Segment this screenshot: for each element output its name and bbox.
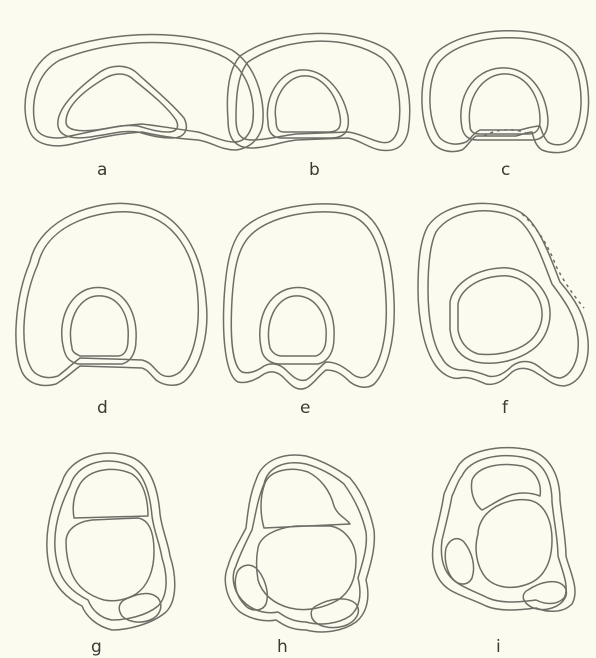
panel-i-right-cavity <box>523 582 566 610</box>
panel-i-central-cavity <box>476 500 552 588</box>
panel-d-label: d <box>97 398 108 418</box>
panel-e: e <box>224 204 395 418</box>
panel-c-inner-outer-line <box>430 38 581 145</box>
panel-e-label: e <box>300 398 310 418</box>
panel-d-inner-outer-line <box>24 212 198 378</box>
panel-e-inner-outer-line <box>231 212 386 381</box>
panel-g-label: g <box>91 637 102 657</box>
panel-f: f <box>418 203 588 418</box>
panel-f-label: f <box>502 398 509 418</box>
panel-e-cavity-outer <box>260 288 334 364</box>
panel-c: c <box>422 31 589 180</box>
panel-h-label: h <box>277 637 288 657</box>
panel-h-left-cavity <box>235 565 267 610</box>
panel-h-central-cavity <box>257 526 357 610</box>
panel-g-inner-outer-line <box>55 461 166 620</box>
panel-b-label: b <box>309 160 320 180</box>
panel-g: g <box>47 453 175 657</box>
panel-d: d <box>16 203 207 418</box>
panel-h: h <box>225 455 374 657</box>
panel-a-label: a <box>97 160 107 180</box>
panel-f-dashed-outline <box>522 214 584 308</box>
panel-i-label: i <box>496 637 501 657</box>
panel-f-outer-outline <box>418 203 588 386</box>
panel-b-cavity-inner <box>275 76 340 132</box>
panel-f-cavity-inner <box>458 276 542 355</box>
panel-f-cavity-outer <box>450 268 550 363</box>
panel-e-cavity-inner <box>268 296 326 356</box>
panel-c-cavity-inner <box>469 74 540 134</box>
panel-b: b <box>227 33 409 180</box>
panel-a-cavity-inner <box>66 74 178 132</box>
panel-d-outer-outline <box>16 203 207 385</box>
panel-i-left-cavity <box>445 539 473 584</box>
panel-e-outer-outline <box>224 204 395 389</box>
panel-d-cavity-inner <box>70 296 128 356</box>
panel-i-upper-cavity <box>471 465 540 510</box>
panel-g-lower-cavity <box>66 518 154 601</box>
panel-g-upper-cavity <box>73 469 148 518</box>
panel-i: i <box>433 448 575 657</box>
panel-c-label: c <box>501 160 510 180</box>
